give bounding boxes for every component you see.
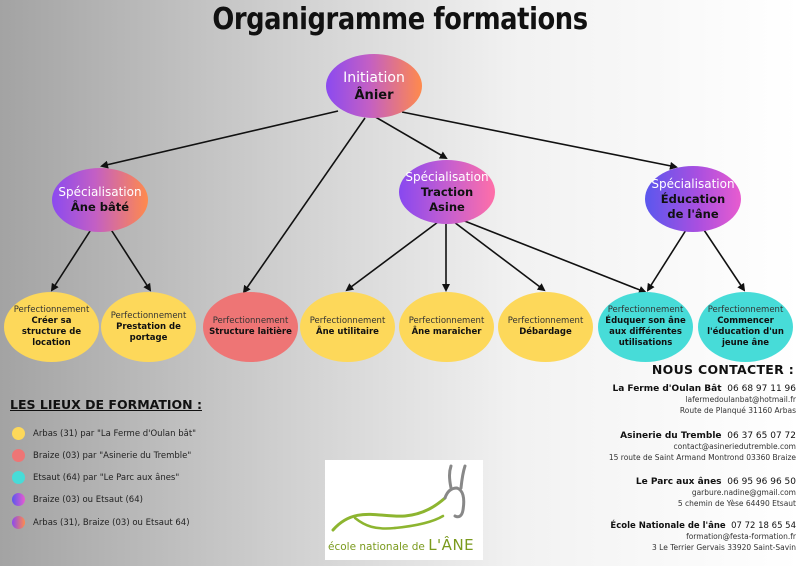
node-title: Débardage <box>519 327 572 337</box>
node-title: Prestation de portage <box>116 321 181 343</box>
edge-spec2-leaf7 <box>461 219 647 294</box>
node-specialisation-ane-bate: Spécialisation Âne bâté <box>52 168 148 232</box>
contact-address: Route de Planqué 31160 Arbas <box>679 406 796 415</box>
node-specialisation-traction-asine: Spécialisation Traction Asine <box>399 160 495 224</box>
node-level: Perfectionnement <box>110 310 187 321</box>
contact-title: NOUS CONTACTER : <box>651 362 794 377</box>
node-title: Âne bâté <box>70 200 130 214</box>
legend-dot-cyan <box>12 471 25 484</box>
node-level: Perfectionnement <box>507 316 584 326</box>
edge-spec1-leaf1 <box>50 227 93 292</box>
page-title: Organigramme formations <box>212 2 588 37</box>
edge-spec3-leaf7 <box>646 229 687 292</box>
contact-name: La Ferme d'Oulan Bât <box>612 384 722 394</box>
node-title: Ânier <box>354 87 394 103</box>
node-title: Âne utilitaire <box>316 327 379 337</box>
node-level: Spécialisation <box>58 185 142 199</box>
legend-dot-gradient-blue <box>12 493 25 506</box>
contact-email: formation@festa-formation.fr <box>686 532 796 541</box>
node-title: Commencer l'éducation d'un jeune âne <box>707 316 784 348</box>
edge-root-spec3 <box>401 111 678 170</box>
legend-dot-red <box>12 449 25 462</box>
contact-name: École Nationale de l'âne <box>610 521 726 531</box>
node-title: Âne maraicher <box>411 327 482 337</box>
node-title: Créer sa structure de location <box>21 316 82 348</box>
logo-ecole-nationale-ane: école nationale de L'ÂNE <box>325 460 483 560</box>
node-level: Perfectionnement <box>212 316 289 326</box>
legend-label: Arbas (31), Braize (03) ou Etsaut 64) <box>33 517 190 528</box>
contact-address: 5 chemin de Yèse 64490 Etsaut <box>677 499 796 508</box>
node-title: Traction Asine <box>420 184 474 214</box>
node-perf-ane-utilitaire: Perfectionnement Âne utilitaire <box>300 292 395 362</box>
node-perf-eduquer-son-ane: Perfectionnement Éduquer son âne aux dif… <box>598 292 693 362</box>
node-specialisation-education: Spécialisation Éducation de l'âne <box>645 166 741 232</box>
legend-item-etsaut: Etsaut (64) par "Le Parc aux ânes" <box>12 471 179 484</box>
contact-phone: 06 37 65 07 72 <box>727 431 796 441</box>
edge-spec2-leaf6 <box>453 221 546 292</box>
edge-root-leaf3 <box>242 117 366 294</box>
legend-label: Arbas (31) par "La Ferme d'Oulan bât" <box>33 428 197 439</box>
contact-address: 3 Le Terrier Gervais 33920 Saint-Savin <box>652 543 796 552</box>
contact-parc-aux-anes: Le Parc aux ânes 06 95 96 96 50 garbure.… <box>636 477 796 509</box>
legend-item-all: Arbas (31), Braize (03) ou Etsaut 64) <box>12 516 190 529</box>
donkey-logo-icon <box>331 464 467 532</box>
legend-label: Etsaut (64) par "Le Parc aux ânes" <box>33 472 180 483</box>
node-title: Éducation de l'âne <box>660 191 726 221</box>
node-level: Perfectionnement <box>408 316 485 326</box>
contact-asinerie-tremble: Asinerie du Tremble 06 37 65 07 72 conta… <box>609 431 796 463</box>
contact-phone: 06 95 96 96 50 <box>727 477 796 487</box>
node-level: Spécialisation <box>405 169 489 184</box>
legend-label: Braize (03) ou Etsaut (64) <box>33 494 143 505</box>
logo-text-big: L'ÂNE <box>428 536 475 554</box>
edge-root-spec1 <box>100 110 339 169</box>
contact-email: garbure.nadine@gmail.com <box>691 488 796 497</box>
node-title: Structure laitière <box>209 327 292 337</box>
legend-item-arbas: Arbas (31) par "La Ferme d'Oulan bât" <box>12 427 196 440</box>
contact-email: lafermedoulanbat@hotmail.fr <box>685 395 796 404</box>
logo-text: école nationale de L'ÂNE <box>328 536 474 554</box>
node-level: Perfectionnement <box>309 316 386 326</box>
edge-spec3-leaf8 <box>703 229 746 292</box>
lieux-title: LES LIEUX DE FORMATION : <box>10 397 202 412</box>
contact-phone: 06 68 97 11 96 <box>727 384 796 394</box>
contact-name: Asinerie du Tremble <box>620 431 722 441</box>
contact-address: 15 route de Saint Armand Montrond 03360 … <box>608 453 796 462</box>
node-perf-ane-maraicher: Perfectionnement Âne maraicher <box>399 292 494 362</box>
legend-item-braize-etsaut: Braize (03) ou Etsaut (64) <box>12 493 143 506</box>
contact-ecole-nationale: École Nationale de l'âne 07 72 18 65 54 … <box>610 521 796 553</box>
node-level: Perfectionnement <box>607 305 684 315</box>
contact-name: Le Parc aux ânes <box>635 477 722 487</box>
legend-item-braize: Braize (03) par "Asinerie du Tremble" <box>12 449 191 462</box>
edge-spec2-leaf4 <box>345 221 439 292</box>
node-perf-debardage: Perfectionnement Débardage <box>498 292 593 362</box>
contact-phone: 07 72 18 65 54 <box>731 521 796 531</box>
contact-email: contact@asineriedutremble.com <box>673 442 796 451</box>
edge-root-spec2 <box>371 114 448 160</box>
node-initiation-anier: Initiation Ânier <box>326 54 422 118</box>
node-level: Initiation <box>343 69 405 86</box>
node-level: Spécialisation <box>651 176 735 191</box>
node-perf-creer-structure: Perfectionnement Créer sa structure de l… <box>4 292 99 362</box>
node-title: Éduquer son âne aux différentes utilisat… <box>605 316 686 348</box>
contact-ferme-oulan: La Ferme d'Oulan Bât 06 68 97 11 96 lafe… <box>612 384 796 416</box>
logo-text-small: école nationale de <box>328 541 425 553</box>
node-level: Perfectionnement <box>707 305 784 315</box>
legend-dot-yellow <box>12 427 25 440</box>
legend-dot-gradient-orange <box>12 516 25 529</box>
edge-spec1-leaf2 <box>109 227 152 292</box>
node-perf-structure-laitiere: Perfectionnement Structure laitière <box>203 292 298 362</box>
node-perf-prestation-portage: Perfectionnement Prestation de portage <box>101 292 196 362</box>
node-perf-jeune-ane: Perfectionnement Commencer l'éducation d… <box>698 292 793 362</box>
node-level: Perfectionnement <box>13 305 90 315</box>
legend-label: Braize (03) par "Asinerie du Tremble" <box>33 450 192 461</box>
